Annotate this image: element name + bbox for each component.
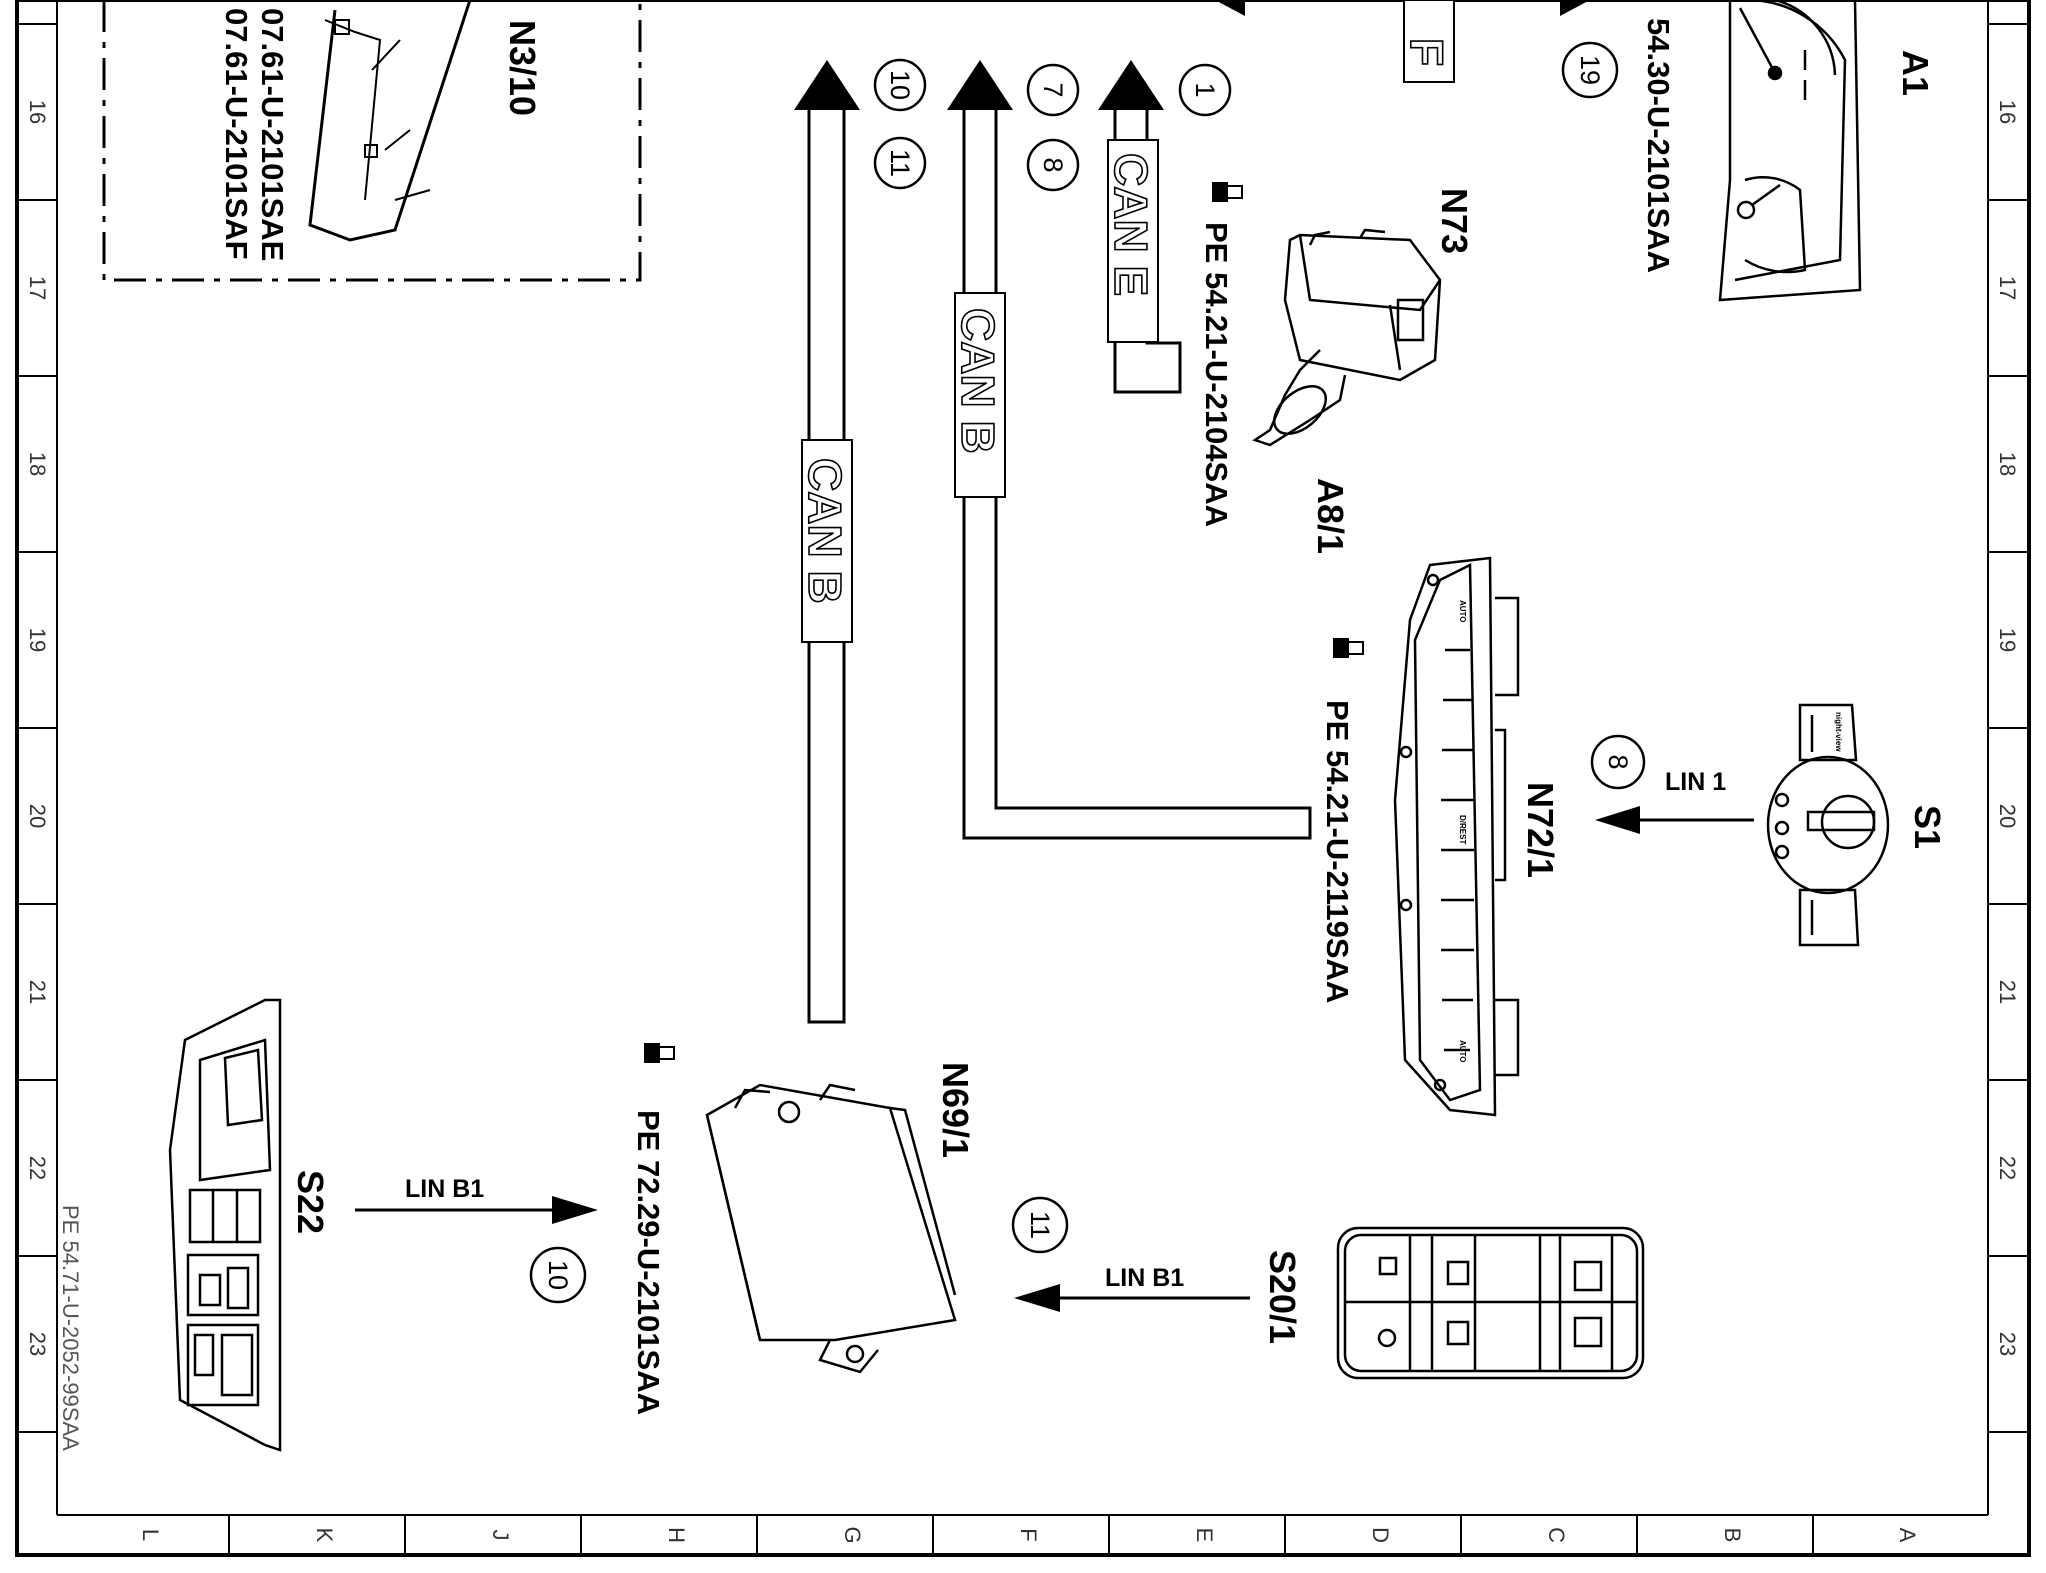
col-label-E: E bbox=[1192, 1528, 1217, 1543]
col-label-H: H bbox=[664, 1527, 689, 1543]
n72-1-auto-top: AUTO bbox=[1458, 600, 1467, 623]
col-label-C: C bbox=[1544, 1527, 1569, 1543]
row-label-22: 22 bbox=[25, 1156, 50, 1180]
n73-ignition-switch bbox=[1252, 228, 1442, 447]
can-b-label-upper: CAN B bbox=[952, 308, 1004, 454]
partial-arrow-top-2 bbox=[1560, 0, 1590, 16]
a1-instrument-cluster bbox=[1718, 0, 1862, 302]
svg-text:11: 11 bbox=[1025, 1211, 1055, 1239]
lin-b1-arrow-left bbox=[355, 1196, 598, 1224]
lin-b1-arrow-right bbox=[1014, 1284, 1250, 1312]
n72-1-climate-panel bbox=[1393, 556, 1520, 1117]
s1-label: S1 bbox=[1907, 805, 1948, 849]
s22-switch bbox=[168, 998, 282, 1452]
row-label-17-right: 17 bbox=[1995, 276, 2020, 300]
drawing-frame bbox=[15, 0, 2031, 1557]
n69-1-ref: PE 72.29-U-2101SAA bbox=[631, 1110, 666, 1415]
n72-1-label: N72/1 bbox=[1520, 782, 1561, 878]
n69-1-module bbox=[705, 1083, 957, 1374]
s22-label: S22 bbox=[290, 1170, 331, 1234]
connection-marker-7: 7 bbox=[1026, 63, 1080, 117]
connection-marker-8-s1: 8 bbox=[1590, 734, 1646, 790]
svg-text:19: 19 bbox=[1575, 55, 1605, 85]
row-label-17: 17 bbox=[25, 276, 50, 300]
n72-1-ref: PE 54.21-U-2119SAA bbox=[1320, 700, 1355, 1003]
partial-bus-label: F bbox=[1401, 38, 1453, 66]
pointing-hand-icon bbox=[1212, 182, 1243, 202]
lin-b1-label-left: LIN B1 bbox=[405, 1175, 484, 1203]
svg-text:1: 1 bbox=[1190, 82, 1220, 97]
row-label-21: 21 bbox=[25, 980, 50, 1004]
svg-text:8: 8 bbox=[1038, 157, 1068, 172]
col-label-K: K bbox=[312, 1528, 337, 1543]
n3-10-ref-1: 07.61-U-2101SAE bbox=[255, 8, 290, 261]
s20-1-switch-block bbox=[1336, 1226, 1645, 1380]
connection-marker-11-s20: 11 bbox=[1011, 1196, 1069, 1254]
connection-marker-10-s22: 10 bbox=[529, 1246, 587, 1304]
col-label-L: L bbox=[138, 1529, 163, 1541]
col-label-G: G bbox=[840, 1526, 865, 1543]
n3-10-label: N3/10 bbox=[502, 20, 543, 116]
a8-1-label: A8/1 bbox=[1310, 478, 1351, 554]
n72-1-rest: D/REST bbox=[1458, 815, 1467, 844]
row-label-20-right: 20 bbox=[1995, 804, 2020, 828]
grid-ticks bbox=[17, 23, 2029, 1555]
n73-label: N73 bbox=[1434, 188, 1475, 254]
can-e-label: CAN E bbox=[1105, 153, 1157, 296]
a1-label: A1 bbox=[1895, 50, 1936, 96]
row-label-18-right: 18 bbox=[1995, 452, 2020, 476]
col-label-J: J bbox=[488, 1530, 513, 1541]
document-code: PE 54.71-U-2052-99SAA bbox=[58, 1205, 83, 1451]
n69-1-label: N69/1 bbox=[935, 1062, 976, 1158]
row-label-18: 18 bbox=[25, 452, 50, 476]
a1-ref: 54.30-U-2101SAA bbox=[1641, 18, 1676, 273]
row-label-20: 20 bbox=[25, 804, 50, 828]
connection-marker-10: 10 bbox=[873, 58, 927, 112]
svg-text:10: 10 bbox=[543, 1260, 573, 1290]
s20-1-label: S20/1 bbox=[1262, 1250, 1303, 1344]
n3-10-module bbox=[102, 0, 642, 282]
row-label-22-right: 22 bbox=[1995, 1156, 2020, 1180]
col-label-F: F bbox=[1016, 1528, 1041, 1541]
can-b-line-n72 bbox=[947, 60, 1312, 840]
row-label-19: 19 bbox=[25, 628, 50, 652]
connection-marker-1: 1 bbox=[1178, 63, 1232, 117]
connection-marker-11: 11 bbox=[873, 136, 927, 190]
svg-text:7: 7 bbox=[1038, 82, 1068, 97]
pointing-hand-icon-n72 bbox=[1333, 638, 1364, 658]
s1-switch bbox=[1766, 703, 1890, 947]
connection-marker-19: 19 bbox=[1561, 41, 1619, 99]
row-label-16-right: 16 bbox=[1995, 100, 2020, 124]
row-label-23-right: 23 bbox=[1995, 1332, 2020, 1356]
pointing-hand-icon-n69 bbox=[644, 1043, 675, 1063]
svg-text:11: 11 bbox=[885, 149, 915, 177]
lin-1-arrow bbox=[1595, 806, 1754, 834]
s1-face-text: night-view bbox=[1834, 712, 1843, 752]
row-label-21-right: 21 bbox=[1995, 980, 2020, 1004]
svg-text:8: 8 bbox=[1603, 754, 1633, 769]
lin-b1-label-right: LIN B1 bbox=[1105, 1264, 1184, 1292]
svg-text:10: 10 bbox=[885, 70, 915, 100]
can-b-label-long: CAN B bbox=[799, 458, 851, 604]
n72-1-auto-bottom: AUTO bbox=[1458, 1040, 1467, 1063]
row-label-19-right: 19 bbox=[1995, 628, 2020, 652]
row-label-16: 16 bbox=[25, 100, 50, 124]
a8-1-ref: PE 54.21-U-2104SAA bbox=[1199, 222, 1234, 527]
connection-marker-8: 8 bbox=[1026, 138, 1080, 192]
col-label-B: B bbox=[1720, 1528, 1745, 1543]
n3-10-ref-2: 07.61-U-2101SAF bbox=[219, 8, 254, 260]
lin-1-label: LIN 1 bbox=[1665, 768, 1726, 796]
col-label-A: A bbox=[1895, 1528, 1920, 1543]
partial-arrow-top-1 bbox=[1215, 0, 1245, 16]
row-label-23: 23 bbox=[25, 1332, 50, 1356]
col-label-D: D bbox=[1368, 1527, 1393, 1543]
